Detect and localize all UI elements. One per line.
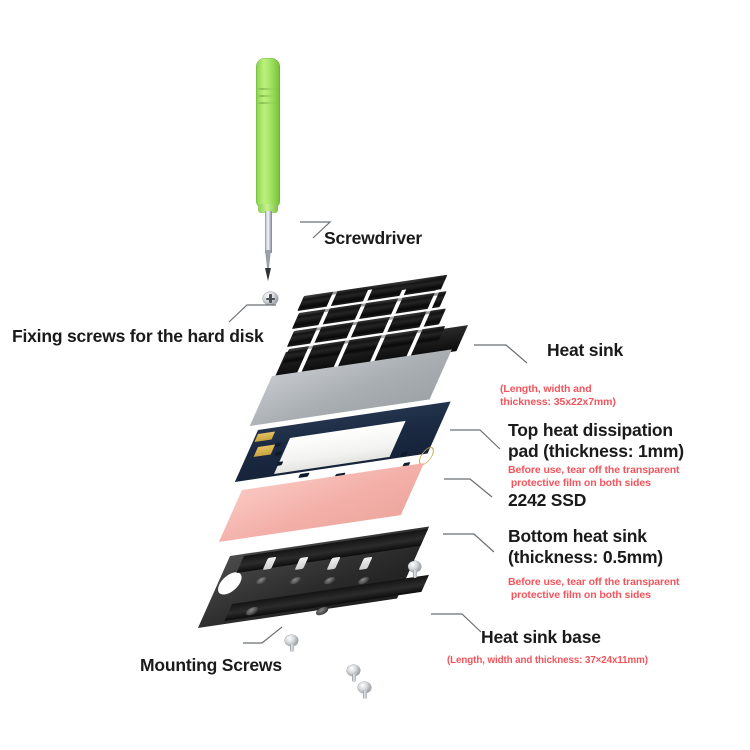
screwdriver-grip-ring — [257, 95, 279, 97]
screwdriver-shaft-taper — [264, 250, 271, 276]
leader-bottom-pad — [443, 533, 495, 553]
leader-ssd — [444, 478, 493, 498]
leader-mounting-screws — [243, 626, 283, 644]
note-heat-sink-dimensions: (Length, width and thickness: 35x22x7mm) — [500, 383, 616, 409]
mounting-screw-shank — [412, 570, 417, 578]
label-screwdriver: Screwdriver — [324, 228, 422, 248]
label-top-pad-line1: Top heat dissipation — [508, 420, 673, 440]
label-ssd: 2242 SSD — [508, 490, 587, 510]
note-bottom-pad-film: Before use, tear off the transparent pro… — [508, 576, 680, 602]
mounting-screw-head — [408, 561, 421, 572]
note-heat-sink-base-dimensions: (Length, width and thickness: 37×24x11mm… — [447, 655, 648, 666]
label-bottom-pad-line2: (thickness: 0.5mm) — [508, 547, 663, 567]
mounting-screw-shank — [289, 644, 294, 652]
leader-screwdriver — [300, 221, 332, 239]
screwdriver-grip-ring — [257, 88, 279, 90]
screwdriver-collar — [258, 204, 278, 213]
mounting-screw-head — [358, 682, 371, 693]
leader-heat-sink — [474, 344, 528, 364]
screwdriver-handle — [256, 58, 280, 208]
mounting-screw-head — [285, 635, 298, 646]
label-bottom-pad-line1: Bottom heat sink — [508, 526, 647, 546]
leader-top-pad — [450, 429, 501, 450]
label-heat-sink-base: Heat sink base — [481, 627, 601, 647]
mounting-screw-shank — [351, 674, 356, 682]
screwdriver-shaft — [264, 211, 272, 253]
fixing-screw-slot — [269, 294, 272, 303]
mounting-screw-head — [347, 665, 360, 676]
leader-heat-sink-base — [431, 613, 482, 633]
label-mounting-screws: Mounting Screws — [140, 655, 282, 675]
screwdriver-grip-ring — [257, 102, 279, 104]
leader-fixing-screws — [228, 304, 276, 323]
note-top-pad-film: Before use, tear off the transparent pro… — [508, 464, 680, 490]
label-fixing-screws: Fixing screws for the hard disk — [12, 326, 264, 346]
label-heat-sink: Heat sink — [547, 340, 624, 360]
screwdriver-tip — [265, 268, 271, 281]
label-top-pad-line2: pad (thickness: 1mm) — [508, 441, 684, 461]
mounting-screw-shank — [362, 691, 367, 699]
